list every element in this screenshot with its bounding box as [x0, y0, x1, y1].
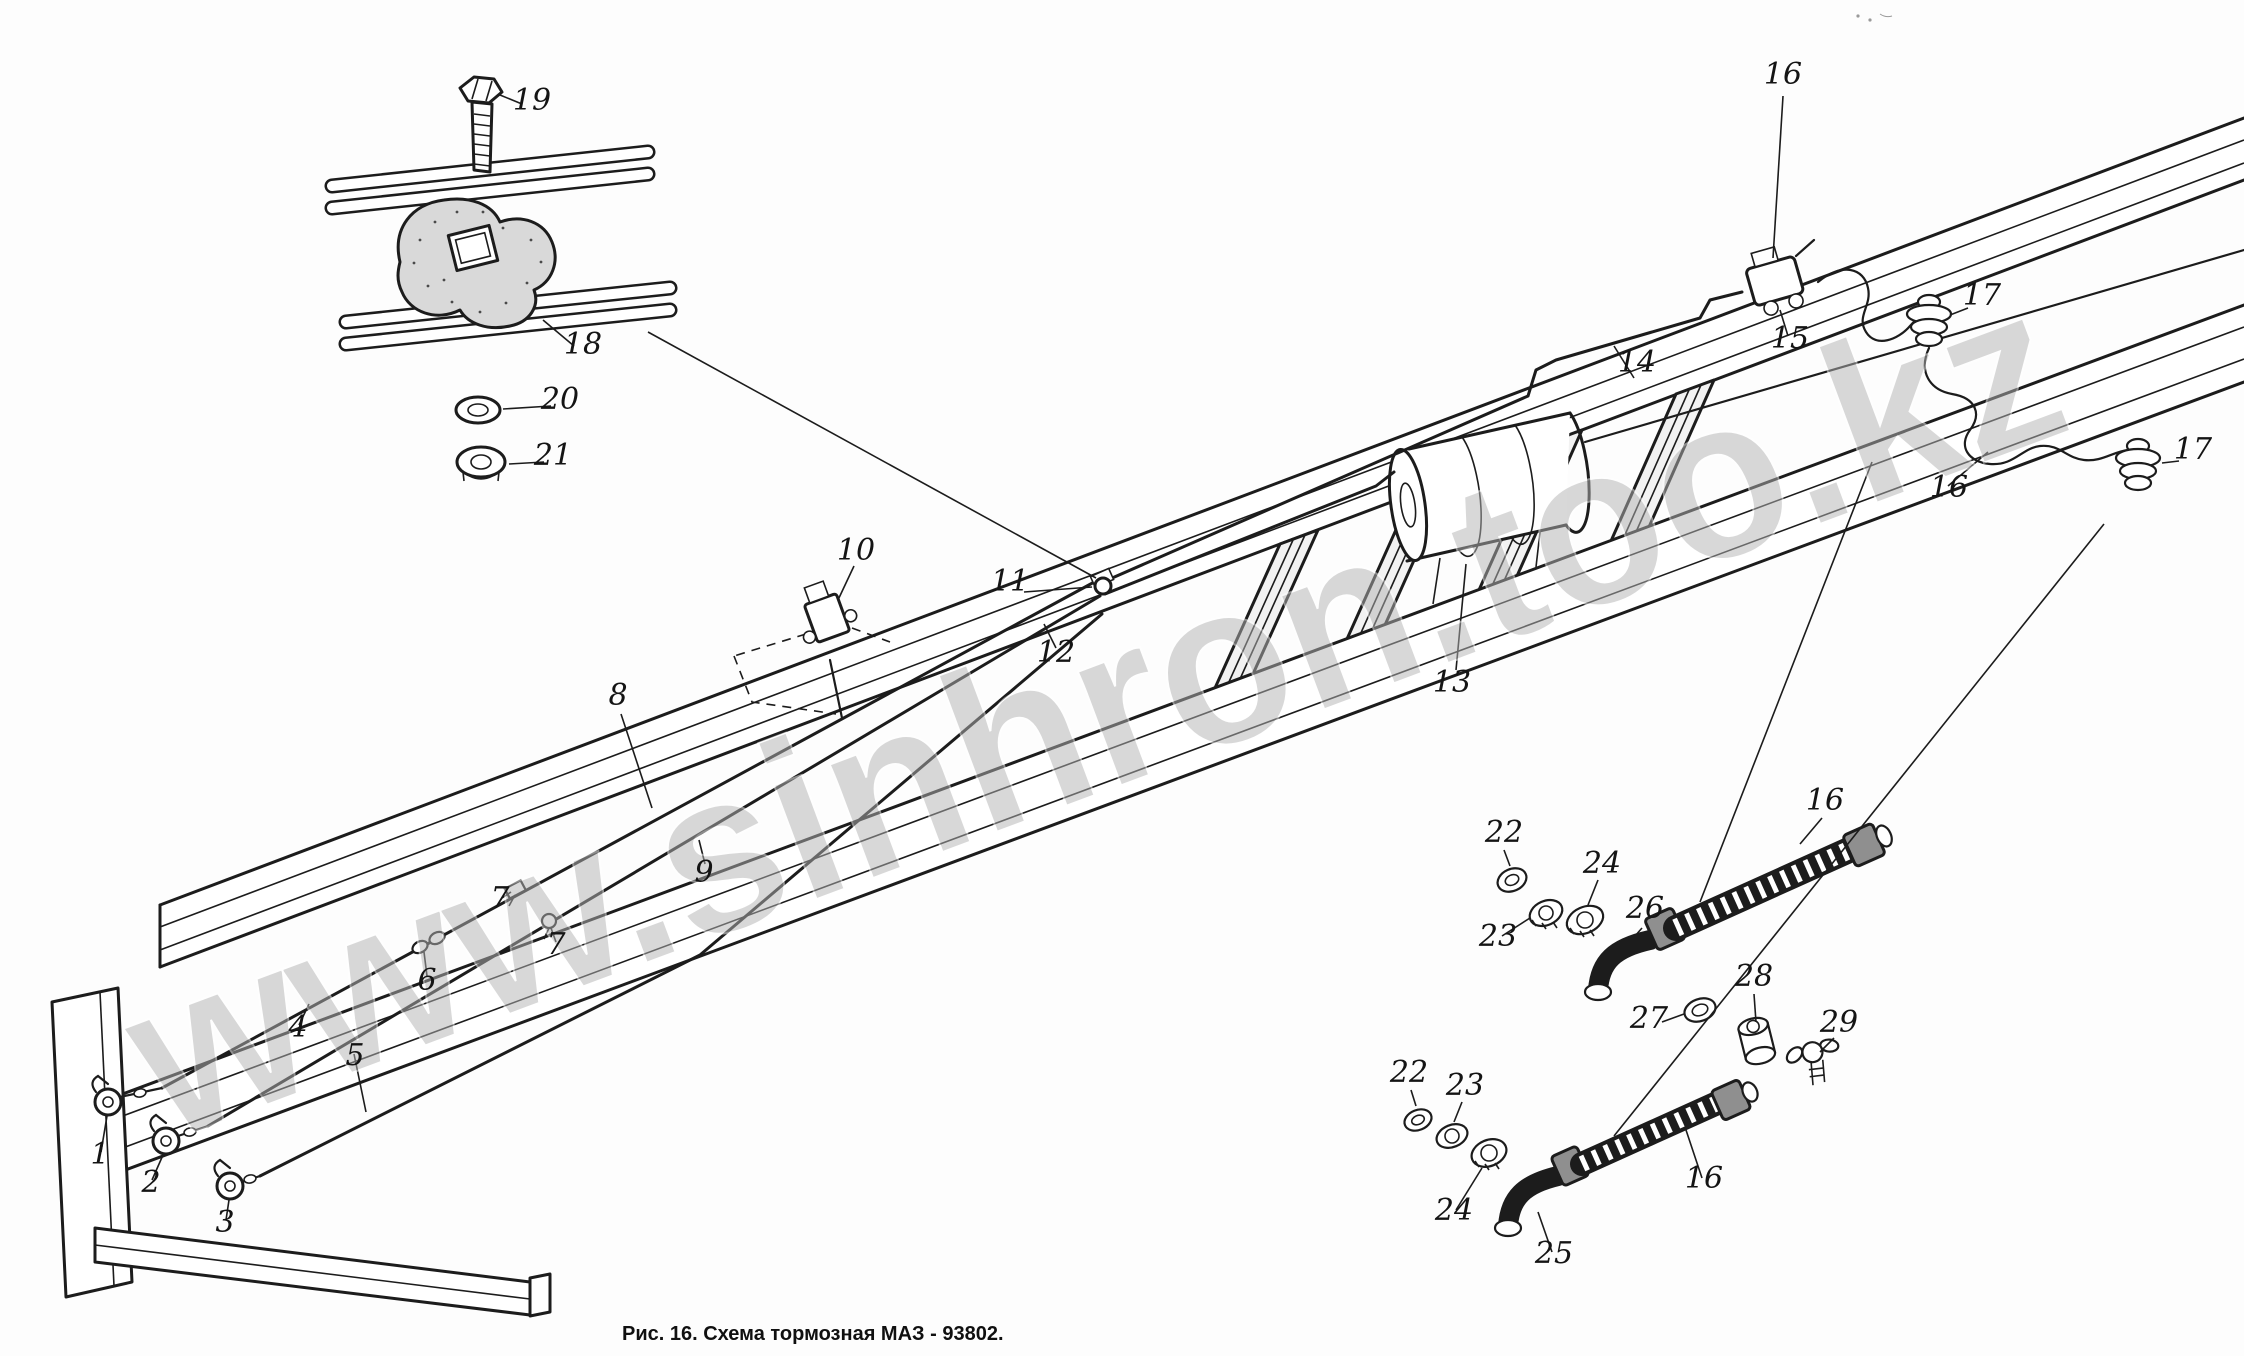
part-label-12: 12: [1037, 635, 1075, 670]
part-label-22-upper: 22: [1484, 815, 1523, 850]
part-label-16-upper: 16: [1806, 783, 1844, 818]
union-nut-24b: [1470, 1138, 1508, 1171]
nut-21: [455, 445, 507, 482]
coupling-head-1: [91, 1074, 164, 1117]
part-label-23-lower: 23: [1445, 1068, 1484, 1103]
leader-lines: [100, 94, 2180, 1253]
hose-detail-upper: [1496, 822, 1893, 1086]
part-label-16-top: 16: [1764, 57, 1802, 92]
part-label-16-mid: 16: [1930, 470, 1968, 505]
air-distributor-15: [1745, 238, 1816, 316]
part-label-17b: 17: [2174, 432, 2213, 467]
part-label-27: 27: [1629, 1001, 1669, 1036]
frame-end-crossmember: [50, 986, 552, 1318]
part-label-6: 6: [417, 963, 436, 998]
nut-23: [1528, 898, 1564, 930]
elbow-fitting-26: [1583, 930, 1660, 1002]
part-label-11: 11: [991, 564, 1029, 599]
part-labels: 1 2 3 4 5 6 7 7 8 9 10 11 12 13 14 15 16…: [90, 57, 2213, 1271]
air-reservoir-13: [1387, 411, 1591, 605]
washer-20: [454, 395, 502, 425]
part-label-28: 28: [1734, 959, 1773, 994]
elbow-fitting-7: [540, 912, 558, 940]
nut-23b: [1435, 1123, 1469, 1149]
part-label-19: 19: [513, 83, 551, 118]
cross-member: [1213, 528, 1320, 690]
part-label-17a: 17: [1963, 278, 2002, 313]
bolt-19: [458, 75, 504, 174]
hose-bellows-to-bellows: [1923, 346, 2138, 466]
near-frame-rail: [83, 303, 2244, 1187]
part-label-20: 20: [540, 382, 579, 417]
rubber-bellows-17a: [1905, 293, 1953, 348]
coupling-head-3: [213, 1158, 262, 1201]
brake-pipes: [160, 248, 2244, 1178]
figure-caption: Рис. 16. Схема тормозная МАЗ - 93802.: [622, 1323, 1004, 1345]
clamp-detail: [324, 75, 678, 482]
seal-ring-22b: [1403, 1108, 1433, 1132]
part-label-21: 21: [533, 438, 572, 473]
part-label-18: 18: [564, 327, 602, 362]
seal-ring-22: [1496, 867, 1528, 893]
part-label-24-upper: 24: [1582, 846, 1621, 881]
flexible-hose-16-upper: [1644, 822, 1893, 951]
fitting-28: [1737, 1016, 1777, 1066]
part-label-10: 10: [837, 533, 875, 568]
pipe-junction-11: [1089, 567, 1115, 596]
flexible-hose-16-lower: [1550, 1079, 1759, 1187]
seal-ring-27: [1683, 997, 1717, 1023]
corner-marks: [1856, 13, 1893, 22]
hose-detail-lower: [1403, 1079, 1759, 1238]
pipe-fitting-6: [411, 930, 446, 955]
part-label-1: 1: [90, 1137, 109, 1172]
clamp-block-18: [396, 197, 557, 330]
part-label-22-lower: 22: [1389, 1055, 1428, 1090]
part-label-7a: 7: [490, 881, 510, 916]
elbow-fitting-25: [1493, 1166, 1568, 1238]
part-label-9: 9: [694, 855, 713, 890]
watermark: www.sinhron.too.kz: [93, 233, 2095, 1188]
part-label-16-lower: 16: [1685, 1161, 1723, 1196]
part-label-13: 13: [1433, 665, 1471, 700]
part-label-23-upper: 23: [1478, 919, 1517, 954]
part-label-29: 29: [1819, 1005, 1858, 1040]
part-label-7b: 7: [546, 927, 566, 962]
rubber-bellows-17b: [2114, 437, 2162, 492]
coupling-head-2: [149, 1113, 210, 1156]
part-label-24-lower: 24: [1434, 1193, 1473, 1228]
wing-bolt-29: [1785, 1038, 1840, 1086]
union-nut-24: [1565, 904, 1605, 938]
far-frame-rail: [158, 116, 2244, 969]
part-label-3: 3: [215, 1205, 234, 1240]
part-label-25: 25: [1534, 1236, 1573, 1271]
part-label-15: 15: [1771, 321, 1809, 356]
release-valve-10: [733, 580, 891, 720]
part-label-26: 26: [1625, 891, 1664, 926]
part-label-2: 2: [140, 1165, 160, 1200]
part-label-14: 14: [1618, 345, 1656, 380]
part-label-8: 8: [608, 678, 627, 713]
part-label-4: 4: [287, 1010, 307, 1045]
part-label-5: 5: [345, 1038, 364, 1073]
